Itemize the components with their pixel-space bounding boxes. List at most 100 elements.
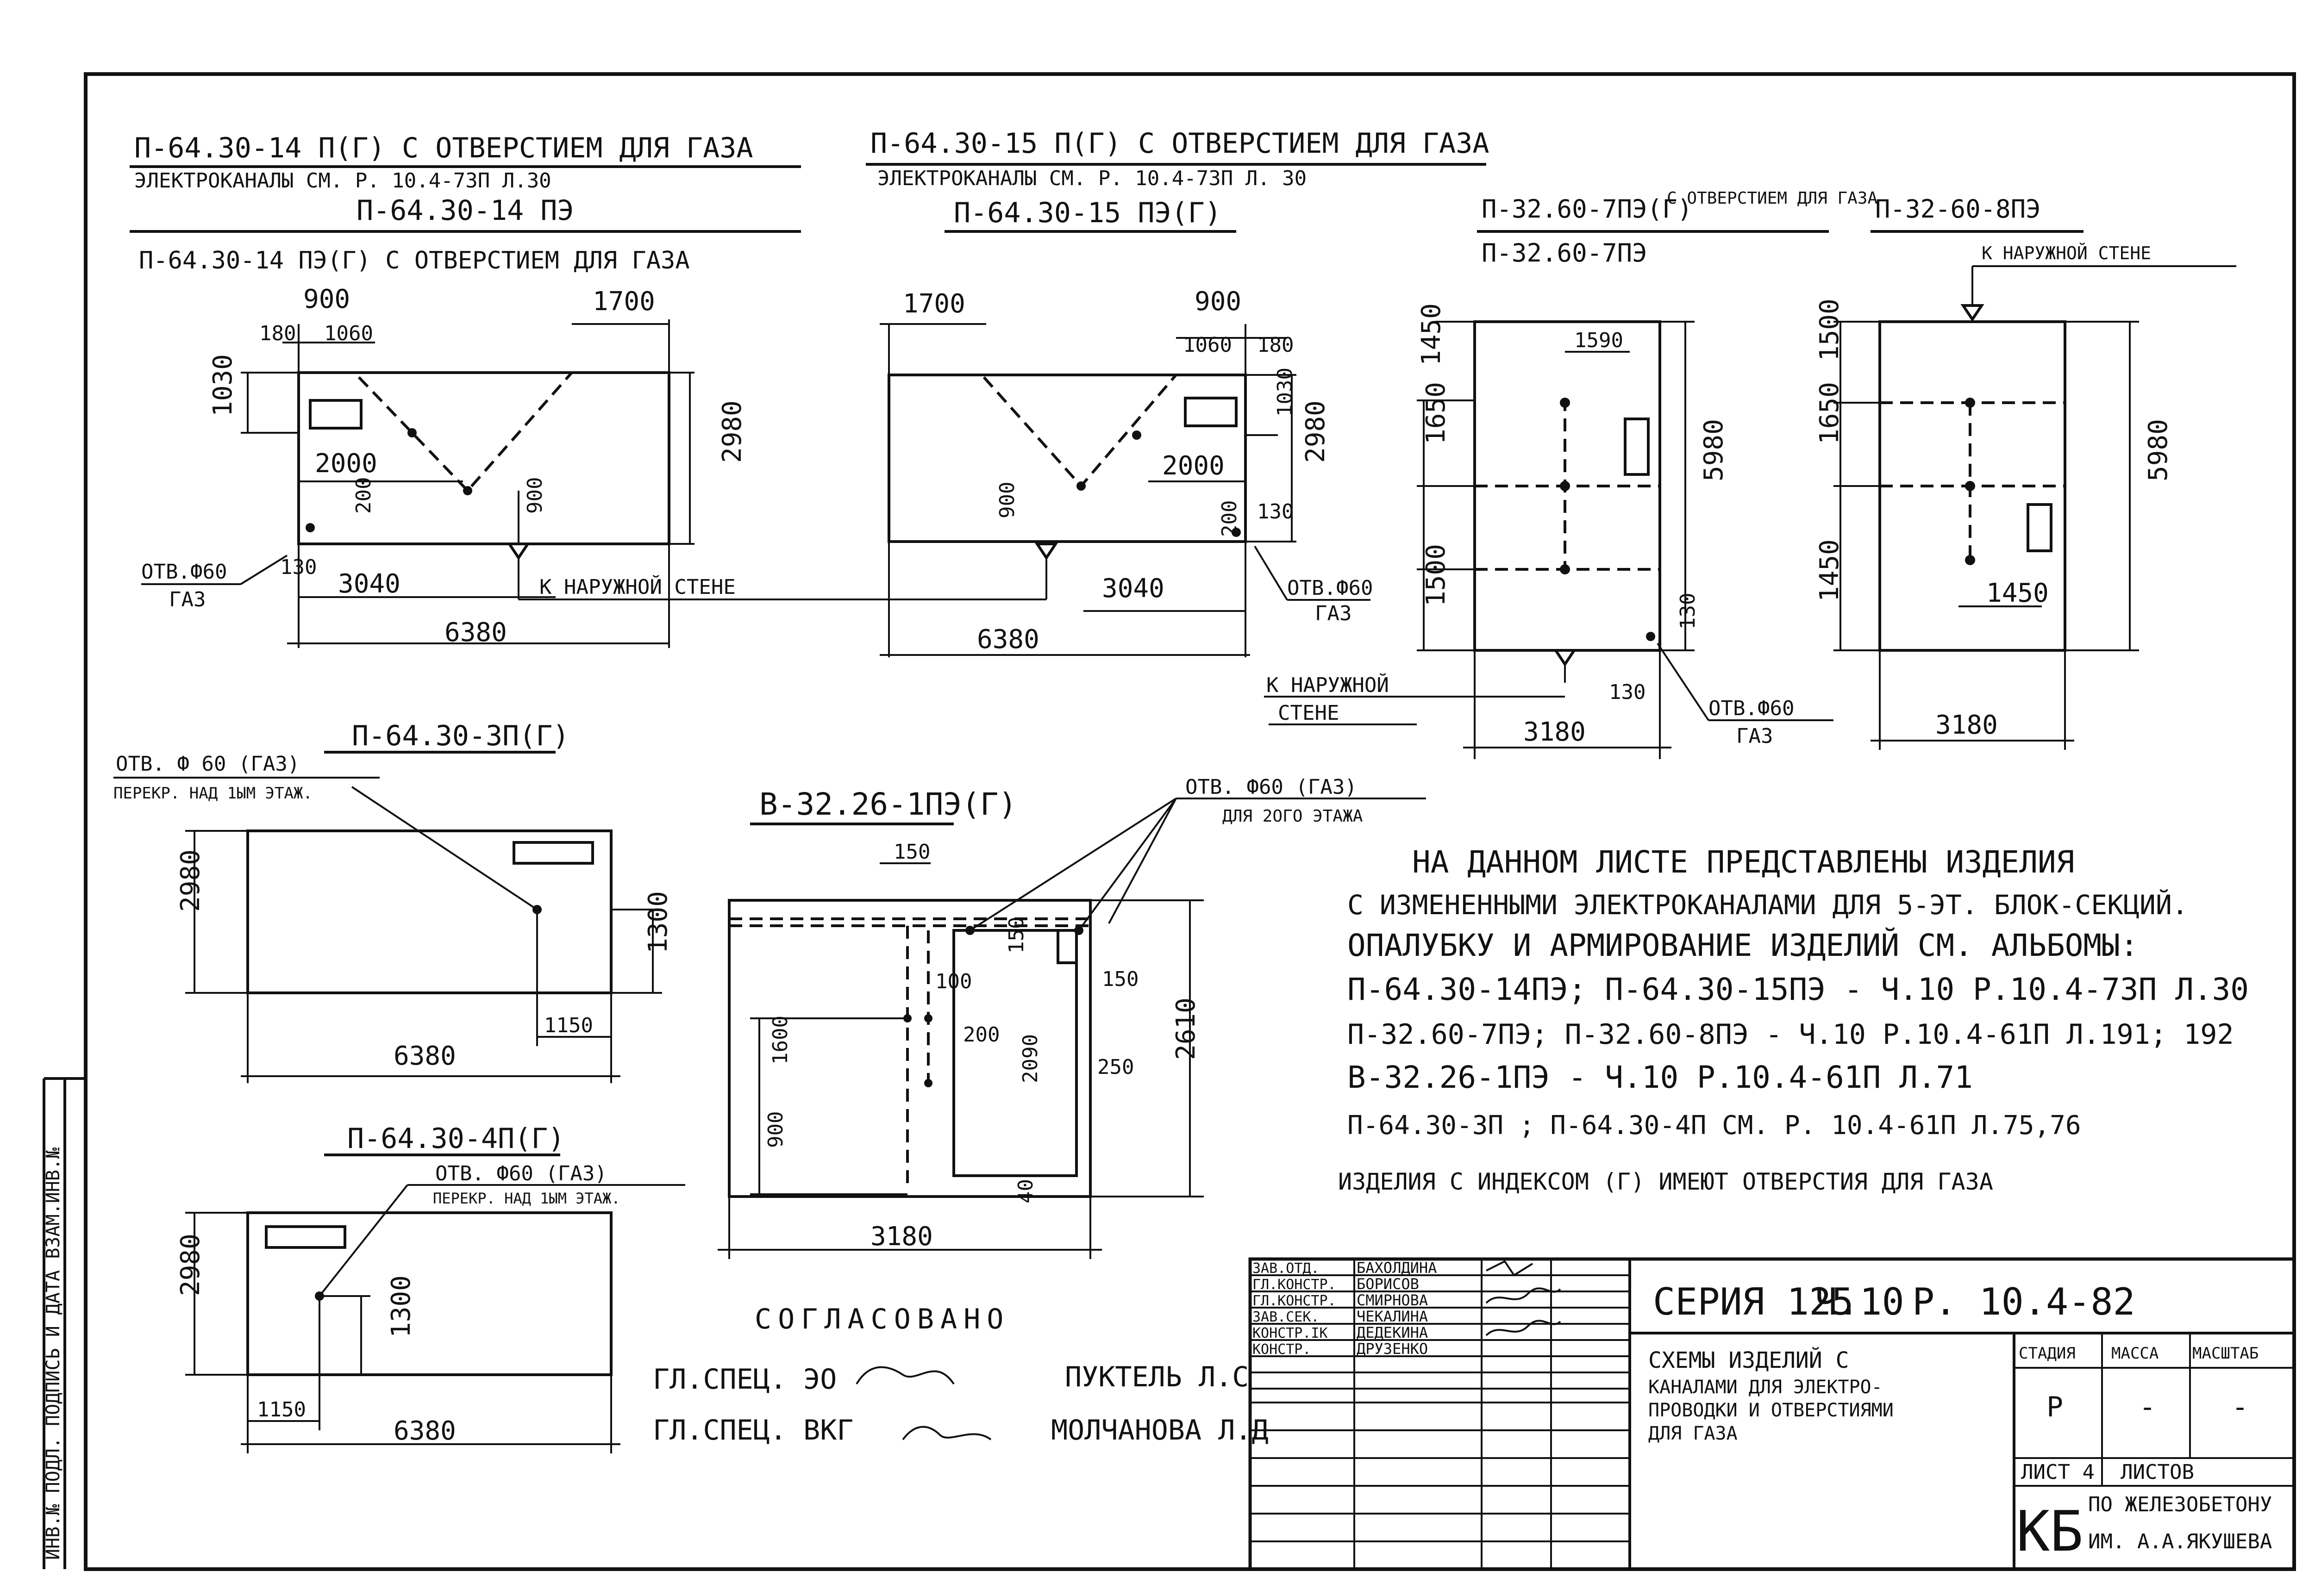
p2-dim-1700: 1700 [903, 289, 965, 319]
tb-org-2: ИМ. А.А.ЯКУШЕВА [2088, 1530, 2272, 1553]
p1-title1: П-64.30-14 П(Г) С ОТВЕРСТИЕМ ДЛЯ ГАЗА [134, 132, 753, 164]
tb-sheet: ЛИСТ 4 [2021, 1460, 2095, 1484]
tb-v-scale: - [2232, 1391, 2248, 1423]
p2-dim-2980: 2980 [1301, 400, 1331, 463]
tb-v-mass: - [2139, 1391, 2156, 1423]
p4-dim-5980: 5980 [2143, 419, 2173, 481]
tb-v-stage: Р [2046, 1391, 2063, 1423]
sheet-frame [84, 72, 2296, 1571]
p2-title1: П-64.30-15 П(Г) С ОТВЕРСТИЕМ ДЛЯ ГАЗА [870, 127, 1489, 160]
p4-dim-1650: 1650 [1814, 382, 1845, 444]
sig-name-6: ДРУЗЕНКО [1357, 1340, 1428, 1358]
tb-desc-3: ПРОВОДКИ И ОТВЕРСТИЯМИ [1648, 1400, 1894, 1421]
p3-dim-5980: 5980 [1699, 419, 1729, 481]
tb-desc-4: ДЛЯ ГАЗА [1648, 1423, 1738, 1444]
tb-h-mass: МАССА [2111, 1344, 2159, 1363]
p2-channel [982, 374, 1177, 488]
p3-dim-1650: 1650 [1421, 382, 1451, 444]
p4-dim-1450a: 1450 [1814, 539, 1845, 602]
sig-name-3: СМИРНОВА [1357, 1291, 1428, 1309]
agreed-row2-name: МОЛЧАНОВА Л.Д [1051, 1414, 1269, 1446]
p2-hole: ОТВ.Ф60 [1287, 576, 1373, 600]
note-line-3: ОПАЛУБКУ И АРМИРОВАНИЕ ИЗДЕЛИЙ СМ. АЛЬБО… [1347, 927, 2139, 963]
p3-hole: ОТВ.Ф60 [1708, 697, 1794, 720]
p2-title2: П-64.30-15 ПЭ(Г) [954, 197, 1221, 229]
p6-dim-2610: 2610 [1171, 998, 1201, 1060]
p2-dim-130: 130 [1257, 500, 1294, 524]
p6-dim-250: 250 [1097, 1055, 1134, 1079]
p6-dim-200: 200 [963, 1023, 1000, 1047]
p2-sub: ЭЛЕКТРОКАНАЛЫ СМ. Р. 10.4-73П Л. 30 [877, 167, 1307, 190]
agreed-row1-role: ГЛ.СПЕЦ. ЭО [653, 1363, 837, 1396]
note-line-5: П-32.60-7ПЭ; П-32.60-8ПЭ - Ч.10 Р.10.4-6… [1347, 1018, 2234, 1051]
p4-dim-1500: 1500 [1814, 299, 1845, 361]
p4-dim-3180: 3180 [1935, 710, 1998, 740]
sig-name-1: БАХОЛДИНА [1357, 1259, 1437, 1277]
p6-dim-2090: 2090 [1019, 1034, 1042, 1083]
tb-org-code: КБ [2016, 1500, 2084, 1564]
agreed-label: СОГЛАСОВАНО [755, 1303, 1010, 1335]
p3-title1: П-32.60-7ПЭ(Г) [1482, 194, 1692, 224]
p6-hole: ОТВ. Ф60 (ГАЗ) [1185, 775, 1357, 799]
p3-dim-130b: 130 [1609, 680, 1646, 704]
p2-dim-2000: 2000 [1162, 451, 1225, 481]
p6-dim-40: 40 [1014, 1179, 1038, 1203]
tb-h-stage: СТАДИЯ [2019, 1344, 2076, 1363]
p1-dim-130: 130 [280, 555, 317, 579]
p4-wall: К НАРУЖНОЙ СТЕНЕ [1982, 243, 2151, 263]
note-line-6: В-32.26-1ПЭ - Ч.10 Р.10.4-61П Л.71 [1347, 1060, 1973, 1095]
note-line-2: С ИЗМЕНЕННЫМИ ЭЛЕКТРОКАНАЛАМИ ДЛЯ 5-ЭТ. … [1347, 889, 2188, 921]
p2-dim-3040: 3040 [1102, 574, 1164, 604]
tb-desc-2: КАНАЛАМИ ДЛЯ ЭЛЕКТРО- [1648, 1377, 1883, 1398]
p3-note: С ОТВЕРСТИЕМ ДЛЯ ГАЗА [1667, 189, 1877, 208]
p1-dim-900: 900 [303, 284, 350, 314]
p6-door [952, 929, 1078, 1177]
p6-dim-1600: 1600 [769, 1016, 792, 1065]
p1-dim-1030: 1030 [208, 354, 238, 417]
p2-dim-1030: 1030 [1273, 368, 1297, 417]
p1-sub: ЭЛЕКТРОКАНАЛЫ СМ. Р. 10.4-73П Л.30 [134, 169, 551, 193]
p7-dim-1150: 1150 [257, 1398, 306, 1421]
p1-box [309, 399, 363, 430]
p2-dim-900: 900 [1195, 287, 1241, 317]
note-line-7: П-64.30-3П ; П-64.30-4П СМ. Р. 10.4-61П … [1347, 1110, 2081, 1141]
agreed-row2-signature [902, 1426, 992, 1440]
p1-dim-900b: 900 [523, 477, 547, 514]
tb-sheets: ЛИСТОВ [2121, 1460, 2194, 1484]
outer-wall-label: К НАРУЖНОЙ СТЕНЕ [539, 574, 736, 599]
tb-series: СЕРИЯ 125 [1653, 1280, 1853, 1323]
p7-hole: ОТВ. Ф60 (ГАЗ) [435, 1162, 607, 1185]
p1-dim-6380: 6380 [444, 617, 507, 648]
p6-slab [728, 899, 1092, 1198]
p7-title: П-64.30-4П(Г) [347, 1122, 565, 1155]
tb-org-1: ПО ЖЕЛЕЗОБЕТОНУ [2088, 1493, 2272, 1516]
p7-slab [246, 1211, 613, 1376]
p6-dim-150a: 150 [894, 840, 930, 864]
p5-slab [246, 829, 613, 994]
p5-dim-6380: 6380 [394, 1041, 456, 1071]
panel-p64-30-3: П-64.30-3П(Г) ОТВ. Ф 60 (ГАЗ) ПЕРЕКР. НА… [113, 720, 673, 1083]
p7-dim-2980: 2980 [175, 1234, 206, 1296]
p5-hole-sub: ПЕРЕКР. НАД 1ЫМ ЭТАЖ. [113, 784, 313, 803]
p3-dim-1500: 1500 [1421, 544, 1451, 606]
p6-dim-900: 900 [764, 1111, 788, 1148]
p7-dim-1300: 1300 [386, 1275, 416, 1338]
p3-wall2: СТЕНЕ [1278, 701, 1339, 725]
p3-dim-130a: 130 [1676, 593, 1700, 630]
p6-title: В-32.26-1ПЭ(Г) [759, 786, 1017, 822]
p4-title: П-32-60-8ПЭ [1875, 194, 2041, 224]
p1-channel [357, 372, 573, 493]
note-line-1: НА ДАННОМ ЛИСТЕ ПРЕДСТАВЛЕНЫ ИЗДЕЛИЯ [1412, 844, 2074, 880]
p5-title: П-64.30-3П(Г) [352, 720, 569, 752]
p2-dim-180: 180 [1257, 333, 1294, 357]
agreed-row1-name: ПУКТЕЛЬ Л.С [1065, 1361, 1249, 1393]
p5-dim-1150: 1150 [544, 1014, 593, 1037]
p2-dim-900b: 900 [995, 482, 1019, 518]
sig-name-4: ЧЕКАЛИНА [1357, 1308, 1428, 1325]
panel-p64-30-4: П-64.30-4П(Г) ОТВ. Ф60 (ГАЗ) ПЕРЕКР. НАД… [175, 1122, 685, 1453]
p3-dim-1450: 1450 [1416, 303, 1446, 366]
side-stamp: ИНВ.№ ПОДЛ. ПОДПИСЬ И ДАТА ВЗАМ.ИНВ.№ [43, 1147, 64, 1560]
p3-dim-3180: 3180 [1523, 717, 1586, 747]
p3-dim-1590: 1590 [1574, 329, 1623, 352]
sig-role-5: КОНСТР.IК [1252, 1325, 1328, 1341]
